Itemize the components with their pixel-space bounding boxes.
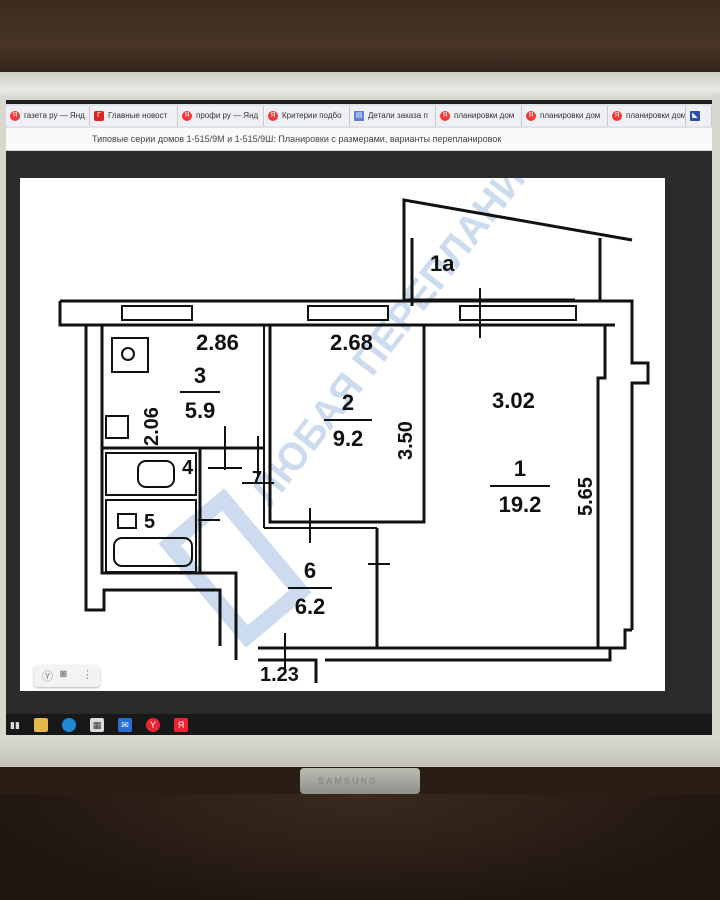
kitchen-width-dimension: 2.86	[196, 330, 239, 355]
floor-plan-image: ЛЮБАЯ ПЕРЕПЛАНИРОВОК	[20, 178, 665, 691]
more-icon[interactable]: ⋮	[82, 669, 93, 681]
bathtub-icon	[113, 537, 193, 567]
entrance-dimension: 1.23	[260, 664, 299, 686]
fixtures	[105, 337, 193, 567]
kitchen-depth-dimension: 2.06	[141, 407, 163, 446]
yandex-icon: Я	[526, 111, 536, 121]
browser-tab[interactable]: ▤Детали заказа п	[350, 106, 436, 126]
room-5-number: 5	[144, 511, 155, 533]
room-2-number: 2	[342, 390, 354, 415]
page-content: ЛЮБАЯ ПЕРЕПЛАНИРОВОК	[6, 151, 712, 714]
table-surface	[0, 794, 720, 900]
room-3-number: 3	[194, 363, 206, 388]
room-7-number: 7	[252, 468, 262, 488]
browser-tab-active[interactable]: ◣	[686, 106, 712, 126]
yandex-icon: Я	[182, 111, 192, 121]
document-icon: ▤	[354, 111, 364, 121]
folder-icon[interactable]	[34, 718, 48, 732]
room-1-depth-dimension: 5.65	[575, 477, 597, 516]
floor-plan: ЛЮБАЯ ПЕРЕПЛАНИРОВОК	[58, 178, 650, 686]
room-1-width-dimension: 3.02	[492, 388, 535, 413]
task-view-icon[interactable]: ▮▮	[10, 720, 20, 730]
yandex-icon: Я	[10, 111, 20, 121]
windows-taskbar: ▮▮ ▦ ✉ Y Я	[6, 714, 712, 736]
yandex-icon[interactable]: Я	[174, 718, 188, 732]
room-1-number: 1	[514, 456, 526, 481]
yandex-icon: Я	[268, 111, 278, 121]
room-6-area: 6.2	[295, 594, 326, 619]
page-title: Типовые серии домов 1-515/9М и 1-515/9Ш:…	[6, 128, 712, 151]
image-toolbar: Ⓨ ◙ ⋮	[34, 665, 100, 687]
camera-icon[interactable]: ◙	[60, 668, 67, 680]
washbasin-icon	[117, 513, 137, 529]
monitor-bezel-left	[0, 95, 6, 755]
toilet-icon	[137, 460, 175, 488]
monitor-bezel-right	[712, 95, 720, 755]
room-3-area: 5.9	[185, 398, 216, 423]
yandex-icon[interactable]: Ⓨ	[42, 671, 53, 683]
room-4-number: 4	[182, 457, 194, 479]
monitor-brand: SAMSUNG	[318, 776, 379, 786]
edge-icon[interactable]	[62, 718, 76, 732]
store-icon[interactable]: ▦	[90, 718, 104, 732]
news-icon: Г	[94, 111, 104, 121]
watermark: ЛЮБАЯ ПЕРЕПЛАНИРОВОК	[158, 178, 621, 648]
room-2-depth-dimension: 3.50	[395, 421, 417, 460]
wood-background	[0, 0, 720, 80]
monitor-bezel-bottom	[0, 735, 720, 767]
site-logo-icon: ◣	[690, 111, 700, 121]
mail-icon[interactable]: ✉	[118, 718, 132, 732]
yandex-icon: Я	[612, 111, 622, 121]
monitor-bezel-top	[0, 72, 720, 102]
monitor-stand	[300, 768, 420, 794]
stove-icon	[111, 337, 149, 373]
room-6-number: 6	[304, 558, 316, 583]
walls	[58, 288, 650, 683]
yandex-browser-icon[interactable]: Y	[146, 718, 160, 732]
sink-icon	[105, 415, 129, 439]
room-2-area: 9.2	[333, 426, 364, 451]
room-1a-label: 1a	[430, 251, 455, 276]
yandex-icon: Я	[440, 111, 450, 121]
room-1-area: 19.2	[499, 492, 542, 517]
room-2-width-dimension: 2.68	[330, 330, 373, 355]
